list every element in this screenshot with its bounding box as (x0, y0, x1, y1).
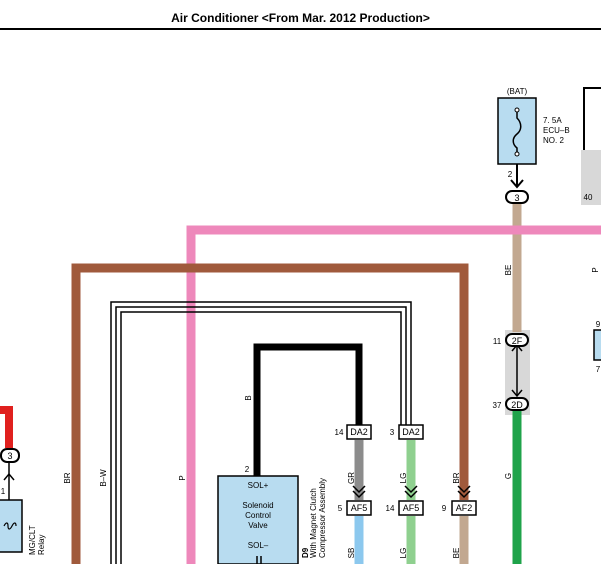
wire-label-bw: B–W (99, 469, 108, 487)
wire-bw-outer-right (120, 311, 402, 564)
da2-b-pin: 3 (390, 428, 395, 437)
connector-da2-a-label: DA2 (350, 427, 368, 437)
connector-da2-a (346, 424, 372, 440)
af2-chevrons (457, 485, 471, 499)
right-edge-pin-40: 40 (584, 193, 593, 202)
connector-2d (505, 397, 529, 411)
connector-af2-label: AF2 (456, 503, 473, 513)
solenoid-pin-top: 2 (245, 465, 250, 474)
right-edge-pin-9: 9 (596, 320, 601, 329)
wire-b (253, 343, 363, 476)
af5-a-pin: 5 (338, 504, 343, 513)
af5-b-chevrons (404, 485, 418, 499)
connector-af5-b (398, 500, 424, 516)
wire-br (71, 263, 469, 564)
wire-label-g: G (504, 473, 513, 479)
connector-relay-3-label: 3 (7, 451, 12, 461)
fuse-name-1: ECU–B (543, 126, 570, 135)
relay-line2: Relay (37, 535, 46, 555)
wire-label-br2: BR (452, 472, 461, 483)
component-id: D9 (301, 547, 310, 558)
component-line2: Compressor Assembly (318, 478, 327, 558)
relay-box (0, 499, 23, 553)
diagram-title: Air Conditioner <From Mar. 2012 Producti… (171, 11, 430, 25)
junction-pin-bottom: 37 (493, 401, 502, 410)
fuse-rating: 7. 5A (543, 116, 562, 125)
wire-red (0, 406, 13, 448)
wire-bw-inner (115, 306, 407, 564)
connector-2d-label: 2D (511, 400, 523, 410)
connector-2f (505, 333, 529, 347)
relay-chevron (3, 472, 15, 481)
wire-label-b: B (244, 395, 253, 400)
right-edge-shade (581, 150, 601, 205)
da2-a-pin: 14 (335, 428, 344, 437)
af5-b-pin: 14 (386, 504, 395, 513)
solenoid-line3: Valve (248, 521, 268, 530)
component-line1: With Magnet Clutch (309, 488, 318, 558)
fuse-terminal-bottom (514, 151, 520, 157)
connector-da2-b (398, 424, 424, 440)
wire-label-be2: BE (452, 548, 461, 559)
right-edge-component-lower (593, 329, 601, 361)
wire-label-sb: SB (347, 548, 356, 559)
junction-pin-top: 11 (493, 337, 502, 346)
wire-label-be-top: BE (504, 265, 513, 276)
af5-a-chevrons (352, 485, 366, 499)
connector-3-top (505, 190, 529, 204)
fuse-chevron (510, 179, 524, 189)
solenoid-line2: Control (245, 511, 271, 520)
right-edge-pin-7: 7 (596, 365, 601, 374)
wire-label-p: P (178, 475, 187, 480)
relay-pin: 1 (1, 487, 6, 496)
relay-line1: MG/CLT (28, 525, 37, 555)
solenoid-line1: Solenoid (242, 501, 273, 510)
wire-label-p-right: P (591, 267, 600, 272)
connector-af2 (451, 500, 477, 516)
connector-af5-b-label: AF5 (403, 503, 420, 513)
connector-af5-a-label: AF5 (351, 503, 368, 513)
fuse-symbol (512, 110, 522, 154)
wire-label-gr: GR (347, 472, 356, 484)
wire-label-lg2: LG (399, 548, 408, 559)
connector-af5-a (346, 500, 372, 516)
solenoid-sol-minus: SOL– (248, 541, 269, 550)
junction-arrow-down (511, 389, 523, 398)
connector-2f-label: 2F (512, 336, 523, 346)
title-rule (0, 28, 601, 30)
wire-bw-outer-left (110, 301, 412, 564)
fuse-pin: 2 (508, 170, 513, 179)
connector-relay-3 (0, 448, 20, 463)
wire-p (186, 225, 601, 564)
solenoid-sol-plus: SOL+ (248, 481, 269, 490)
wire-label-br: BR (63, 472, 72, 483)
af2-pin: 9 (442, 504, 447, 513)
solenoid-valve-box (217, 475, 299, 564)
wire-label-lg: LG (399, 473, 408, 484)
connector-3-top-label: 3 (514, 193, 519, 203)
bat-label: (BAT) (507, 87, 528, 96)
connector-da2-b-label: DA2 (402, 427, 420, 437)
fuse-terminal-top (514, 107, 520, 113)
fuse-name-2: NO. 2 (543, 136, 564, 145)
coil-icon (3, 522, 17, 530)
